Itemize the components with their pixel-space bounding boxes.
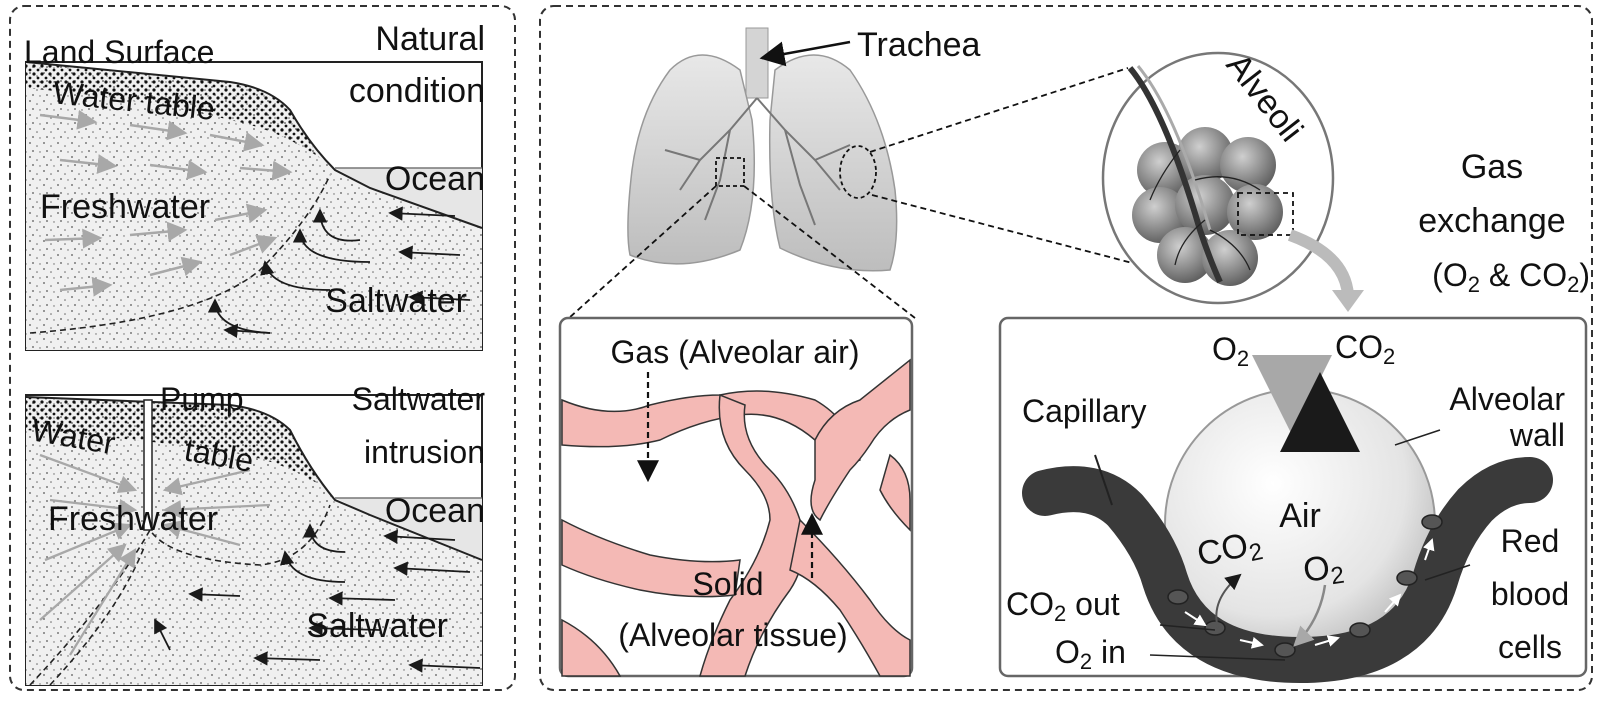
pump-well xyxy=(143,399,153,531)
land-surface-line xyxy=(25,61,483,229)
pump-label: Pump xyxy=(160,381,244,417)
o2-in-pointer xyxy=(1149,654,1286,661)
lungs-illustration: Trachea xyxy=(627,26,981,272)
saltwater-intrusion-diagram: Pump Saltwater intrusion Water table Oce… xyxy=(25,381,486,686)
blood-flow-arrows xyxy=(1184,538,1435,649)
freshwater-label-intrusion: Freshwater xyxy=(48,500,218,538)
land-surface-label: Land Surface xyxy=(24,34,214,70)
left-lung xyxy=(627,54,755,265)
exchange-zoom-box xyxy=(1237,192,1294,236)
solid-label-line2: (Alveolar tissue) xyxy=(618,617,847,653)
natural-condition-diagram: Natural condition Land Surface Water tab… xyxy=(24,20,485,351)
co2-out-pointer xyxy=(1159,624,1216,631)
right-lung xyxy=(768,54,898,272)
solid-label-line1: Solid xyxy=(692,566,763,602)
freshwater-label-natural: Freshwater xyxy=(40,188,210,226)
co2-inner-label: CO2 xyxy=(1194,523,1266,577)
natural-title-line1: Natural xyxy=(375,20,485,58)
trachea-label: Trachea xyxy=(857,26,981,64)
tissue-zoom-box xyxy=(715,157,745,187)
zoom-arrow xyxy=(1287,229,1354,296)
freshwater-saltwater-interface xyxy=(29,174,331,334)
alveolar-tissue-box: Gas (Alveolar air) Solid (Alveolar tissu… xyxy=(558,316,914,678)
rbc-pointer xyxy=(1424,564,1471,581)
gas-exchange-formula: (O2 & CO2) xyxy=(1432,257,1590,297)
intrusion-title-line2: intrusion xyxy=(364,434,485,470)
intrusion-title-line1: Saltwater xyxy=(352,381,486,417)
red-blood-cells xyxy=(1167,514,1443,658)
alveolar-wall-pointer xyxy=(1394,429,1441,446)
alveolar-wall-label-line1: Alveolar xyxy=(1449,381,1565,417)
svg-text:Gas: Gas xyxy=(1461,148,1523,186)
o2-inner-label: O2 xyxy=(1301,547,1346,594)
air-label: Air xyxy=(1279,497,1321,535)
capillary-pointer xyxy=(1094,454,1113,506)
capillary-vessel xyxy=(1022,457,1553,684)
saltwater-label-natural: Saltwater xyxy=(325,282,467,320)
rbc-label-line1: Red xyxy=(1501,523,1560,559)
trachea-pointer xyxy=(759,40,851,67)
alveoli-illustration: Alveoli xyxy=(1101,47,1335,305)
ocean-label-intrusion: Ocean xyxy=(385,492,485,530)
rbc-label-line3: cells xyxy=(1498,629,1562,665)
tissue-solid-phase xyxy=(561,358,911,677)
ocean-water xyxy=(335,168,482,228)
co2-out-label: CO2 out xyxy=(1006,586,1120,626)
alveolar-wall-label-line2: wall xyxy=(1509,417,1565,453)
lung-panel-frame xyxy=(539,5,1593,691)
o2-top-label: O2 xyxy=(1212,331,1249,371)
alveoli-zoom-circle xyxy=(839,145,877,199)
capillary-label: Capillary xyxy=(1022,393,1146,429)
trachea xyxy=(745,27,769,99)
gas-alveolar-air-label: Gas (Alveolar air) xyxy=(611,334,860,370)
saltwater-flow-arrows xyxy=(207,206,471,339)
o2-in-label: O2 in xyxy=(1055,634,1126,674)
ocean-label-natural: Ocean xyxy=(385,160,485,198)
saltwater-label-intrusion: Saltwater xyxy=(306,607,448,645)
natural-title-line2: condition xyxy=(349,72,485,110)
svg-text:exchange: exchange xyxy=(1418,202,1565,240)
co2-top-label: CO2 xyxy=(1335,329,1395,369)
gas-exchange-label: Gas exchange (O2 & CO2) xyxy=(1418,148,1590,297)
gas-exchange-box: O2 CO2 Capillary Alveolar wall Air CO2 O… xyxy=(998,316,1588,684)
o2-exchange-arrow xyxy=(1293,584,1327,647)
freshwater-flow-arrows xyxy=(39,109,293,297)
rbc-label-line2: blood xyxy=(1491,576,1569,612)
co2-exchange-arrow xyxy=(1215,573,1242,629)
